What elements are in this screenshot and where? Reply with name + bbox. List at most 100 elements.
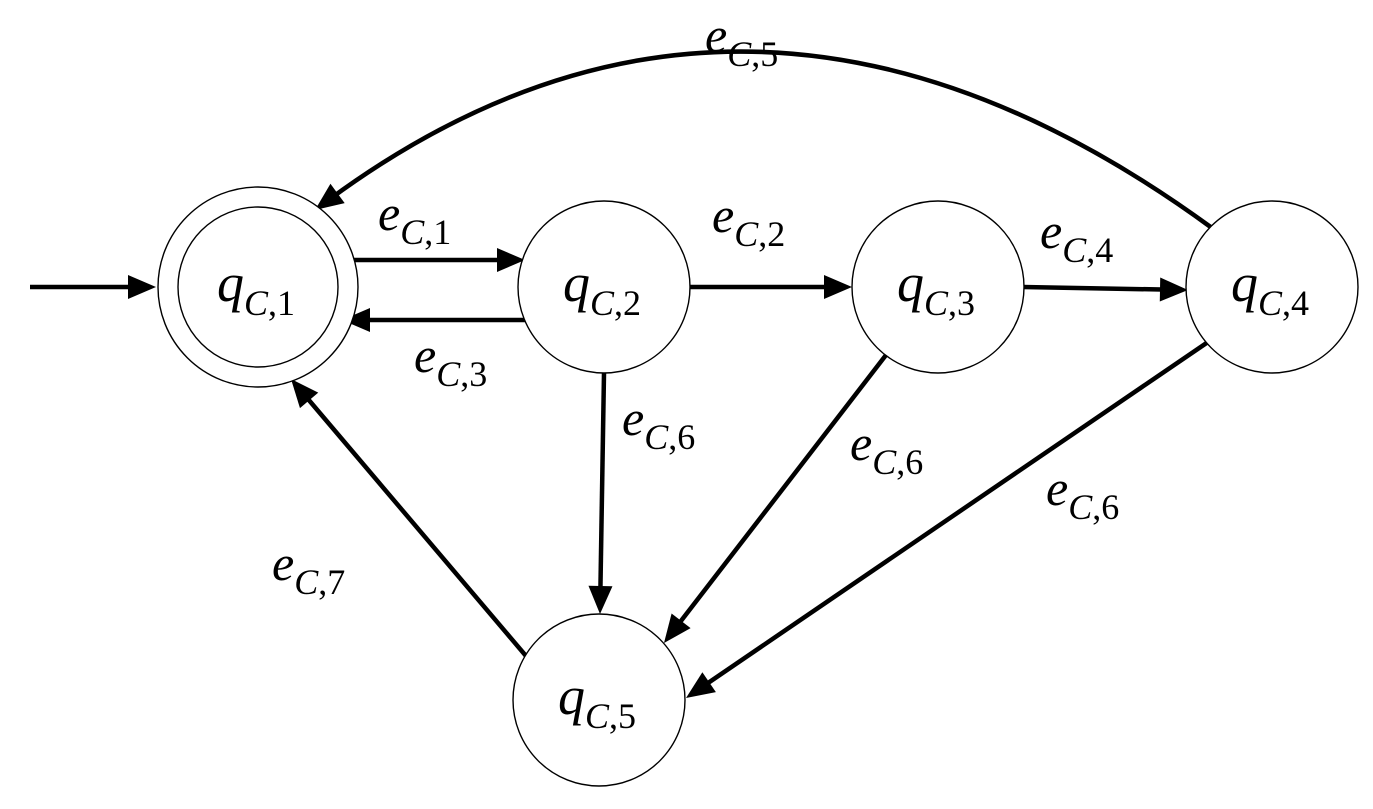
transition-q5-q1-label: eC,7 xyxy=(272,535,345,602)
state-q5-label: qC,5 xyxy=(558,666,636,736)
state-q5-label-sub-num: 5 xyxy=(618,696,636,736)
state-q2-label-sub-sep: , xyxy=(614,283,623,323)
transition-q1-q2-label-base: e xyxy=(378,185,400,241)
state-q2-label-base: q xyxy=(563,253,590,313)
state-q1-accepting-ring xyxy=(177,206,339,368)
transition-q3-q5-t6b-line xyxy=(674,353,888,629)
transition-q2-q5-t6a-label-sub-letter: C xyxy=(644,417,669,457)
transition-q2-q3-label: eC,2 xyxy=(712,187,785,254)
state-q3-label-sub-letter: C xyxy=(924,283,949,323)
transition-q4-q5-t6c-label-sub-num: 6 xyxy=(1101,487,1119,527)
transition-q1-q2-label-sub: C,1 xyxy=(400,212,451,252)
initial-state-arrow-head xyxy=(128,275,156,299)
state-q3-label-sub-num: 3 xyxy=(957,283,975,323)
transition-q5-q1-label-sub-num: 7 xyxy=(327,562,345,602)
state-q5-label-base: q xyxy=(558,666,585,726)
transition-q4-q5-t6c-label: eC,6 xyxy=(1046,460,1119,527)
transition-q4-q1-label-sub-sep: , xyxy=(751,34,760,74)
transition-q3-q4-label-sub-letter: C xyxy=(1062,230,1087,270)
state-q4-label: qC,4 xyxy=(1231,253,1309,323)
state-q5-label-sub: C,5 xyxy=(585,696,636,736)
state-q2-label-sub: C,2 xyxy=(590,283,641,323)
transitions-layer xyxy=(30,49,1214,698)
transition-q2-q5-t6a-label: eC,6 xyxy=(622,390,695,457)
transition-q4-q5-t6c-label-sub-letter: C xyxy=(1068,487,1093,527)
transition-q2-q3-label-base: e xyxy=(712,187,734,243)
state-q5-circle xyxy=(512,613,686,787)
transition-q3-q4-label-base: e xyxy=(1040,203,1062,259)
transition-q2-q1-arrow-head xyxy=(342,308,370,332)
transition-q4-q1-label-sub-letter: C xyxy=(727,34,752,74)
state-q1-label-sub-letter: C xyxy=(244,283,269,323)
state-q4-label-sub-num: 4 xyxy=(1291,283,1309,323)
transition-q2-q3-label-sub-sep: , xyxy=(758,214,767,254)
transition-q2-q5-t6a-label-sub-num: 6 xyxy=(677,417,695,457)
transition-q2-q5-t6a-label-sub: C,6 xyxy=(644,417,695,457)
transition-q4-q5-t6c-label-sub: C,6 xyxy=(1068,487,1119,527)
state-q3-label-sub-sep: , xyxy=(948,283,957,323)
transition-q4-q1-label-sub: C,5 xyxy=(727,34,778,74)
transition-q2-q1-label-sub-num: 3 xyxy=(469,354,487,394)
transition-q4-q1-curve xyxy=(328,49,1214,230)
transition-q3-q5-t6b-label-sub-letter: C xyxy=(872,442,897,482)
transition-q2-q1-label-sub-letter: C xyxy=(436,354,461,394)
transition-q1-q2-label-sub-sep: , xyxy=(424,212,433,252)
transition-q3-q5-t6b-label-sub-sep: , xyxy=(896,442,905,482)
transition-q4-q5-t6c-label-base: e xyxy=(1046,460,1068,516)
state-q1-label: qC,1 xyxy=(217,253,295,323)
state-q1-label-base: q xyxy=(217,253,244,313)
transition-q4-q5-t6c-label-sub-sep: , xyxy=(1092,487,1101,527)
state-q3-label-sub: C,3 xyxy=(924,283,975,323)
state-q3-label: qC,3 xyxy=(897,253,975,323)
state-q1-label-sub-num: 1 xyxy=(277,283,295,323)
state-q4-circle xyxy=(1185,200,1359,374)
state-q1-label-sub-sep: , xyxy=(268,283,277,323)
transition-q2-q1-label-sub: C,3 xyxy=(436,354,487,394)
transition-q1-q2-label: eC,1 xyxy=(378,185,451,252)
transition-q1-q2-arrow-head xyxy=(497,248,525,272)
transition-q3-q4-label: eC,4 xyxy=(1040,203,1113,270)
transition-q5-q1-label-sub-letter: C xyxy=(294,562,319,602)
transition-q3-q5-t6b-label-base: e xyxy=(850,415,872,471)
transition-q3-q5-t6b-label-sub: C,6 xyxy=(872,442,923,482)
state-q3-circle xyxy=(851,200,1025,374)
transition-q2-q5-t6a-arrow-head xyxy=(588,585,613,614)
state-q4-label-sub-letter: C xyxy=(1258,283,1283,323)
transition-q4-q1-label-base: e xyxy=(705,7,727,63)
transition-q1-q2-label-sub-letter: C xyxy=(400,212,425,252)
transition-q3-q5-t6b-label-sub-num: 6 xyxy=(905,442,923,482)
transition-q4-q1-arrow-head xyxy=(315,183,345,210)
transition-q5-q1-line xyxy=(302,392,528,658)
transition-q3-q4-label-sub-num: 4 xyxy=(1095,230,1113,270)
transition-q2-q1-label-base: e xyxy=(414,327,436,383)
transition-q2-q3-arrow-head xyxy=(824,275,852,299)
transition-q2-q3-label-sub-letter: C xyxy=(734,214,759,254)
state-q4-label-base: q xyxy=(1231,253,1258,313)
transition-q3-q4-label-sub: C,4 xyxy=(1062,230,1113,270)
transition-q3-q5-t6b-arrow-head xyxy=(664,613,691,643)
state-q4-label-sub: C,4 xyxy=(1258,283,1309,323)
transition-q2-q1-label: eC,3 xyxy=(414,327,487,394)
state-q2-label: qC,2 xyxy=(563,253,641,323)
state-q3-label-base: q xyxy=(897,253,924,313)
transition-q2-q3-label-sub: C,2 xyxy=(734,214,785,254)
transition-q1-q2-label-sub-num: 1 xyxy=(433,212,451,252)
transition-q4-q1-label-sub-num: 5 xyxy=(760,34,778,74)
transition-q3-q4-arrow-head xyxy=(1159,277,1188,302)
transition-q3-q4-line xyxy=(1022,284,1169,292)
transition-q5-q1-label-base: e xyxy=(272,535,294,591)
state-q5-label-sub-sep: , xyxy=(609,696,618,736)
state-q2-circle xyxy=(517,200,691,374)
state-q2-label-sub-num: 2 xyxy=(623,283,641,323)
state-q2-label-sub-letter: C xyxy=(590,283,615,323)
state-q5-label-sub-letter: C xyxy=(585,696,610,736)
transition-q5-q1-label-sub: C,7 xyxy=(294,562,345,602)
transition-q5-q1-arrow-head xyxy=(291,379,319,409)
transition-q4-q1-label: eC,5 xyxy=(705,7,778,74)
state-q1-label-sub: C,1 xyxy=(244,283,295,323)
transition-q4-q5-t6c-arrow-head xyxy=(686,672,716,698)
